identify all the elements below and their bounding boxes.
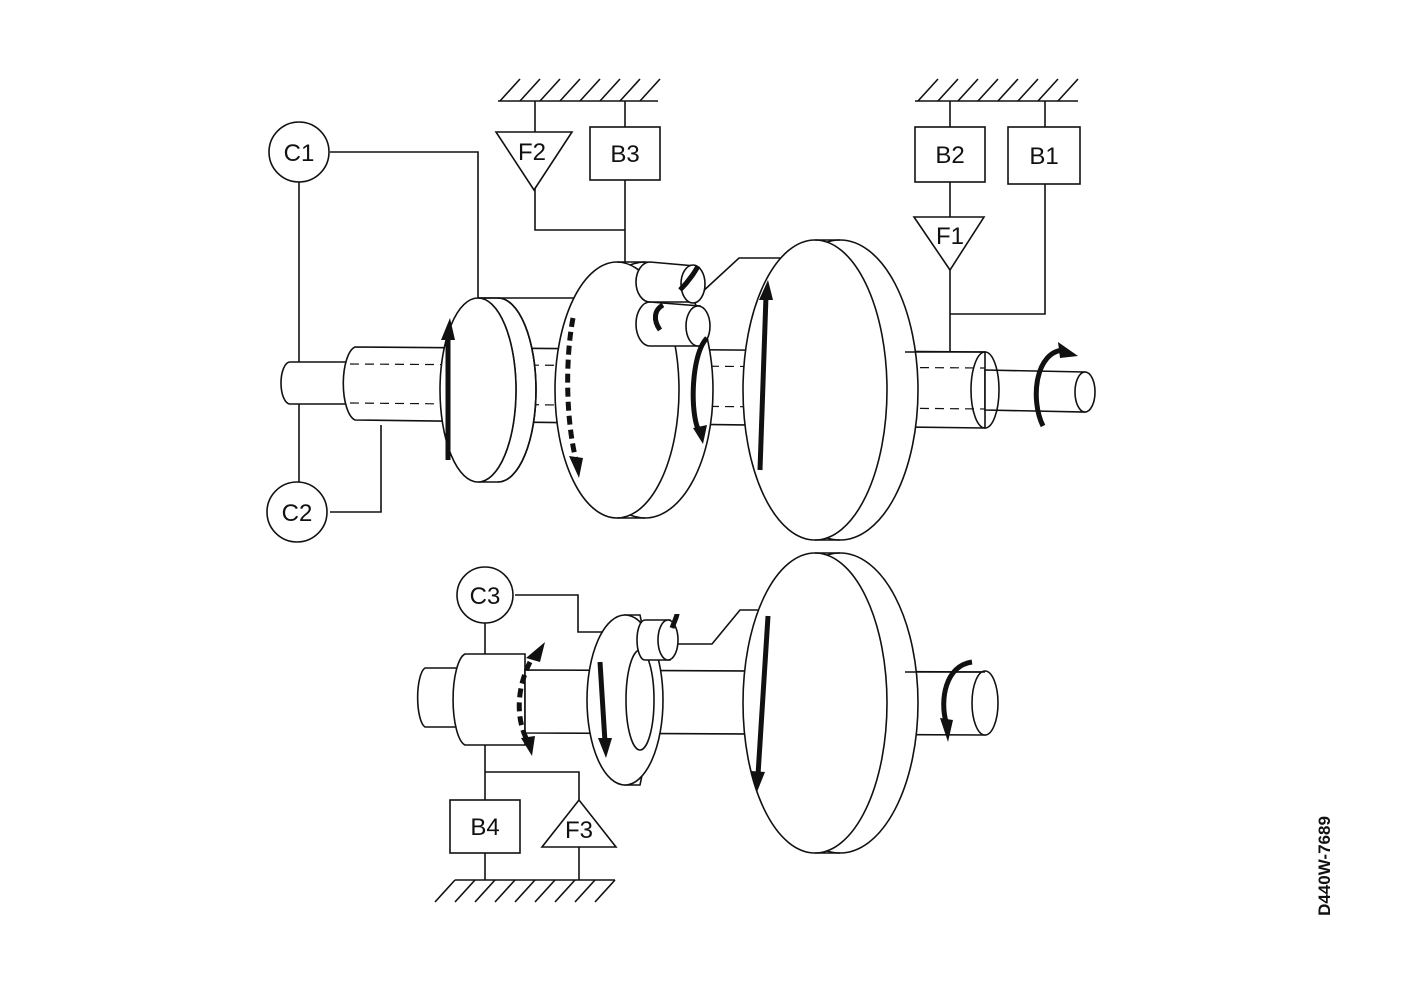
connector-lines-top	[298, 151, 1046, 513]
ground-hatch-top-right	[915, 78, 1079, 127]
clutch-c1-symbol: C1	[268, 121, 330, 183]
brake-b4-label: B4	[470, 814, 499, 841]
output-shaft	[970, 351, 1096, 429]
rotation-arrows-top	[441, 264, 1078, 478]
clutch-drum-1	[439, 297, 600, 483]
one-way-clutch-f2-symbol: F2	[494, 131, 574, 192]
clutch-c1-label: C1	[284, 140, 315, 167]
one-way-clutch-f2-label: F2	[518, 139, 546, 166]
brake-b2-label: B2	[935, 142, 964, 169]
brake-b4-symbol: B4	[449, 799, 521, 854]
one-way-clutch-f3-label: F3	[565, 817, 593, 844]
ring-gear-rear	[742, 239, 985, 541]
lower-gear-assembly	[416, 552, 999, 903]
clutch-c2-label: C2	[282, 500, 313, 527]
brake-b1-label: B1	[1029, 143, 1058, 170]
figure-code: D440W-7689	[1315, 816, 1334, 916]
clutch-c2-symbol: C2	[266, 481, 328, 543]
ground-hatch-top-middle	[498, 78, 661, 132]
planet-pinion-upper	[635, 261, 706, 304]
one-way-clutch-f1-symbol: F1	[912, 216, 986, 272]
clutch-c3-symbol: C3	[456, 566, 514, 624]
brake-b3-symbol: B3	[589, 126, 661, 181]
rotation-arrows-bottom	[516, 613, 973, 792]
clutch-c3-label: C3	[470, 583, 501, 610]
planet-pinion-lower	[635, 301, 711, 347]
brake-b1-symbol: B1	[1007, 126, 1081, 185]
upper-gear-assembly	[280, 78, 1096, 541]
one-way-clutch-f1-label: F1	[936, 223, 964, 250]
brake-b2-symbol: B2	[914, 126, 986, 183]
ground-hatch-bottom	[434, 847, 616, 903]
one-way-clutch-f3-symbol: F3	[540, 798, 618, 848]
input-shaft	[280, 361, 356, 405]
brake-b3-label: B3	[610, 141, 639, 168]
